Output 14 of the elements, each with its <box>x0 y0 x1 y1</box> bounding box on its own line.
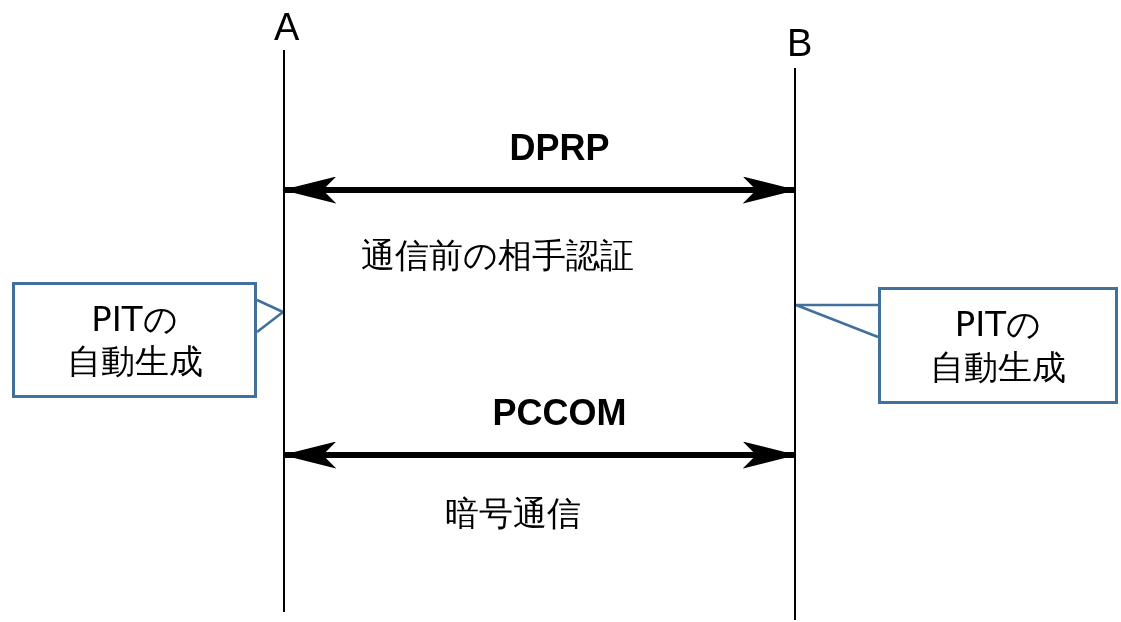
callout-text: 自動生成 <box>930 345 1066 388</box>
double-arrow <box>282 441 797 469</box>
callout-text: PITの <box>91 297 178 340</box>
double-arrow <box>282 176 797 204</box>
callout-box <box>878 287 1118 404</box>
callout-text: 自動生成 <box>66 340 203 383</box>
annotation-text: 暗号通信 <box>445 496 581 530</box>
lifeline-label: B <box>787 24 813 62</box>
callout-pointer <box>794 303 880 339</box>
callout-text: PITの <box>954 303 1042 346</box>
callout-box <box>12 282 257 398</box>
annotation-text: 通信前の相手認証 <box>360 238 634 272</box>
callout-pointer <box>255 298 285 334</box>
lifeline-label: A <box>274 8 300 46</box>
